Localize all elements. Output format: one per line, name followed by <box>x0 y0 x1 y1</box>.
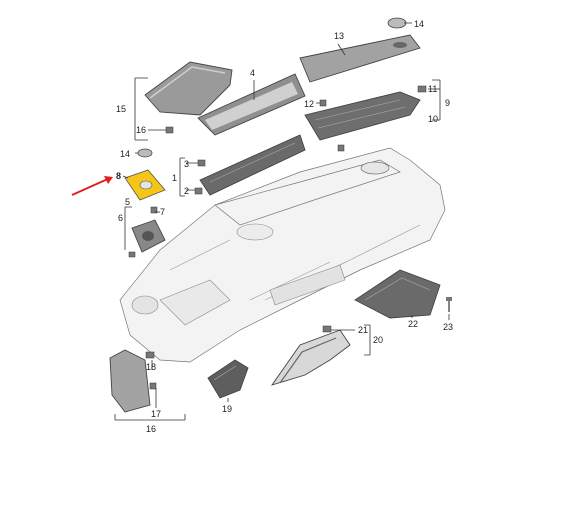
vent-trim-4 <box>197 73 306 136</box>
label-4: 4 <box>250 68 255 78</box>
red-arrow <box>71 176 113 196</box>
label-9: 9 <box>445 98 450 108</box>
switch-module-20 <box>207 359 249 399</box>
label-19: 18 <box>146 362 156 372</box>
label-8: 8 <box>116 171 121 181</box>
label-24: 23 <box>443 322 453 332</box>
label-17: 16 <box>146 424 156 434</box>
label-21: 20 <box>373 335 383 345</box>
label-5: 5 <box>125 197 130 207</box>
side-panel-17 <box>109 349 157 413</box>
label-6: 6 <box>118 213 123 223</box>
label-20: 19 <box>222 404 232 414</box>
bracket-1 <box>199 134 306 196</box>
highlighted-part-8 <box>124 169 166 214</box>
top-cover-15 <box>144 61 233 116</box>
speaker-housing-5 <box>128 219 166 258</box>
label-7: 7 <box>160 207 165 217</box>
cap-14-left <box>137 148 153 158</box>
bracket-23 <box>354 269 441 319</box>
label-13: 13 <box>334 31 344 41</box>
bracket-9 <box>304 91 421 141</box>
leader-lines <box>114 22 450 421</box>
label-3: 3 <box>184 159 189 169</box>
label-2: 2 <box>184 186 189 196</box>
label-15: 15 <box>116 104 126 114</box>
label-18: 17 <box>151 409 161 419</box>
cover-panel-13 <box>299 34 421 83</box>
screw-24 <box>446 297 452 312</box>
label-1: 1 <box>172 173 177 183</box>
label-14-top: 14 <box>414 19 424 29</box>
label-16: 16 <box>136 125 146 135</box>
label-12: 12 <box>304 99 314 109</box>
label-22: 21 <box>358 325 368 335</box>
label-10: 10 <box>428 114 438 124</box>
label-23: 22 <box>408 319 418 329</box>
label-11: 11 <box>428 84 437 94</box>
small-clips <box>165 85 427 195</box>
dashboard-carrier <box>119 147 446 363</box>
label-14-left: 14 <box>120 149 130 159</box>
cap-14-top <box>387 17 407 29</box>
instrument-cluster-21 <box>270 325 351 386</box>
